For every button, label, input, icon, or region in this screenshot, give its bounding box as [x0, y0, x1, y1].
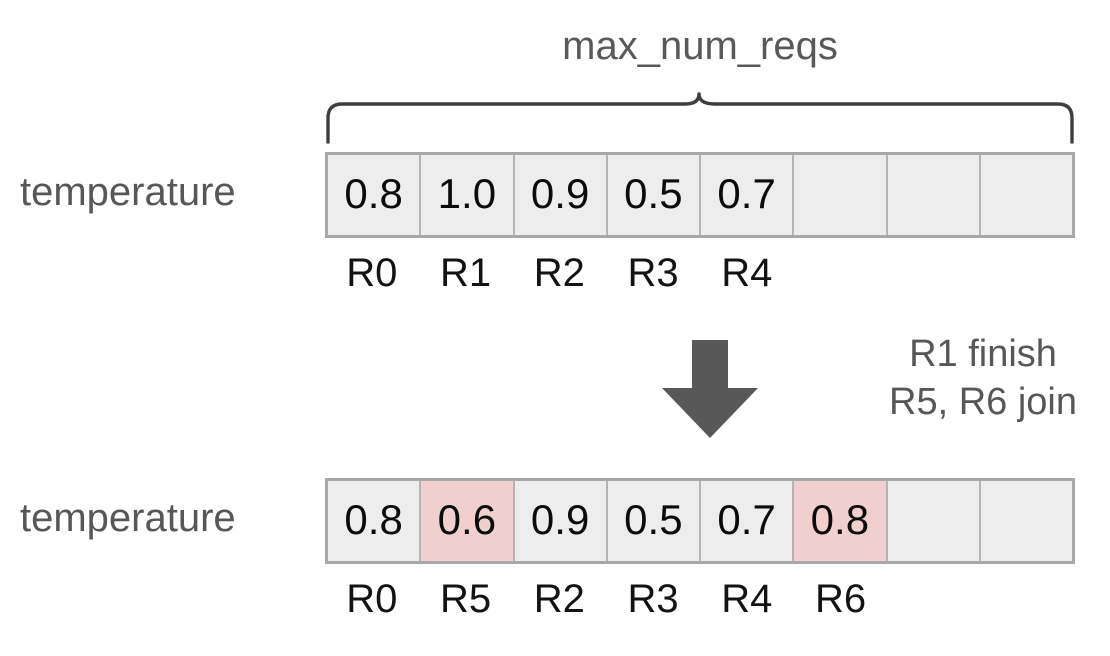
- table-cell[interactable]: 0.8: [328, 481, 422, 561]
- request-id-label: [888, 248, 982, 298]
- row-label-temperature-before: temperature: [20, 170, 236, 214]
- table-cell[interactable]: [794, 155, 888, 235]
- request-id-label: R6: [815, 577, 867, 621]
- request-id-label: R2: [533, 251, 585, 295]
- request-id-label: R1: [440, 251, 492, 295]
- request-id-label: R4: [721, 251, 773, 295]
- table-cell[interactable]: [980, 481, 1072, 561]
- table-cell[interactable]: 0.9: [514, 155, 608, 235]
- request-id-label: R0: [346, 251, 398, 295]
- annotation-line-finish: R1 finish: [909, 333, 1057, 375]
- table-cell[interactable]: 0.7: [701, 481, 795, 561]
- down-arrow-icon: [662, 340, 758, 438]
- curly-brace-icon: [325, 92, 1075, 144]
- transition-annotation: R1 finish R5, R6 join: [858, 330, 1108, 426]
- table-cell[interactable]: 0.5: [607, 155, 701, 235]
- table-cell[interactable]: [887, 155, 981, 235]
- request-id-label: R3: [627, 251, 679, 295]
- temperature-table-after: 0.8 0.6 0.9 0.5 0.7 0.8: [325, 478, 1075, 564]
- table-cell[interactable]: [887, 481, 981, 561]
- table-cell-highlighted[interactable]: 0.6: [421, 481, 515, 561]
- request-id-label: R4: [721, 577, 773, 621]
- request-id-label: [888, 574, 982, 624]
- table-cell[interactable]: 0.8: [328, 155, 422, 235]
- table-cell[interactable]: 0.5: [607, 481, 701, 561]
- table-cell[interactable]: 0.9: [514, 481, 608, 561]
- request-id-row-after: R0 R5 R2 R3 R4 R6: [325, 574, 1075, 624]
- page-title: max_num_reqs: [562, 24, 838, 68]
- request-id-label: R2: [533, 577, 585, 621]
- row-label-temperature-after: temperature: [20, 496, 236, 540]
- request-id-label: R5: [440, 577, 492, 621]
- request-id-label: [981, 248, 1075, 298]
- table-cell[interactable]: 1.0: [421, 155, 515, 235]
- request-id-label: R0: [346, 577, 398, 621]
- request-id-label: [794, 248, 888, 298]
- table-cell[interactable]: 0.7: [701, 155, 795, 235]
- request-id-label: [981, 574, 1075, 624]
- temperature-table-before: 0.8 1.0 0.9 0.5 0.7: [325, 152, 1075, 238]
- request-id-label: R3: [627, 577, 679, 621]
- table-cell[interactable]: [980, 155, 1072, 235]
- request-id-row-before: R0 R1 R2 R3 R4: [325, 248, 1075, 298]
- table-cell-highlighted[interactable]: 0.8: [794, 481, 888, 561]
- annotation-line-join: R5, R6 join: [889, 381, 1077, 423]
